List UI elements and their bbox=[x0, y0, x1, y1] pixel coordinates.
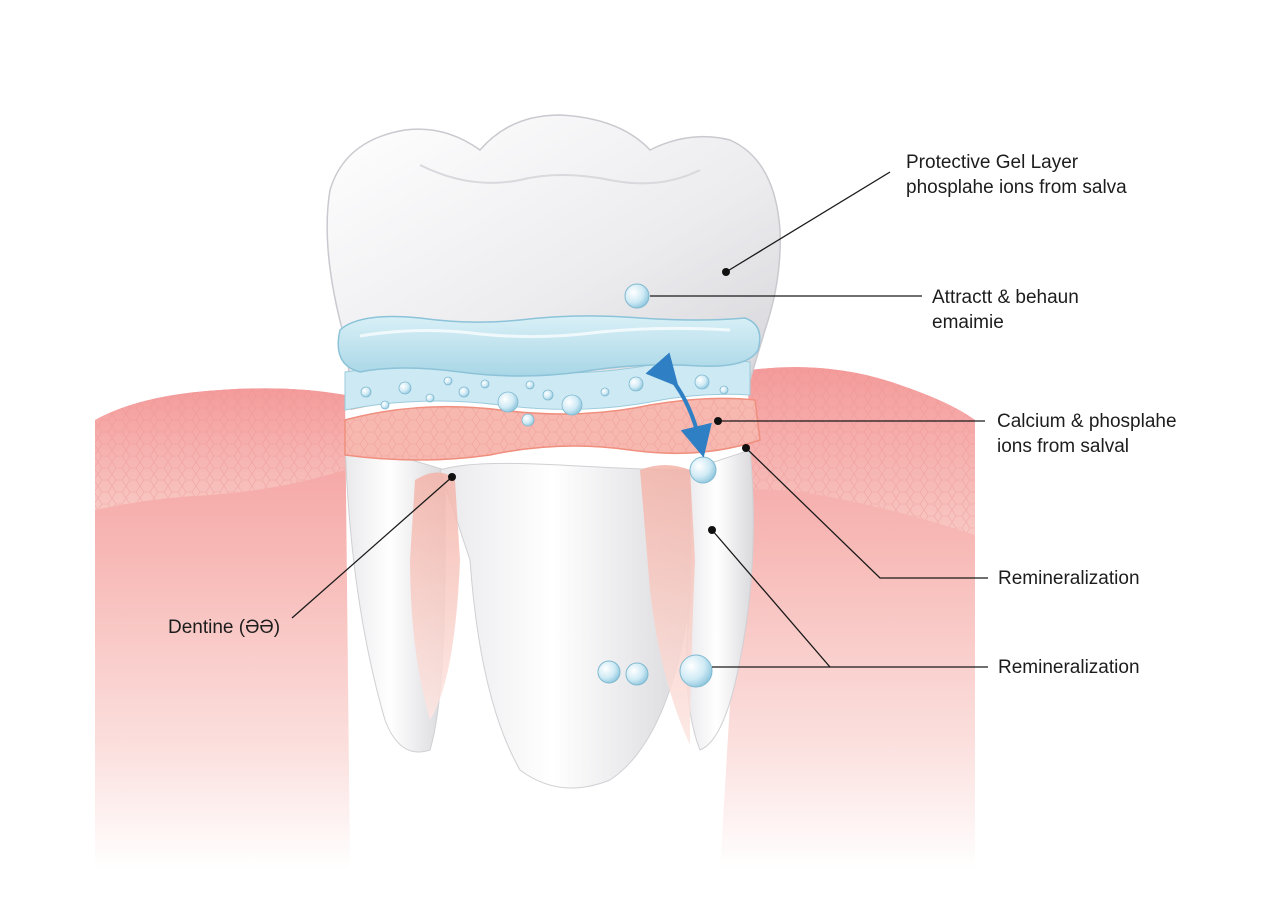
label-line: Calcium & phosplahe bbox=[997, 411, 1177, 432]
ion-bubble-icon bbox=[360, 283, 729, 688]
label-calcium-phosphate: Calcium & phosplahe ions from salval bbox=[997, 409, 1177, 459]
label-remineralization-2: Remineralization bbox=[998, 657, 1140, 678]
label-remineralization-1: Remineralization bbox=[998, 568, 1140, 589]
tooth-crown bbox=[326, 114, 781, 381]
double-arrow-icon bbox=[645, 352, 712, 458]
label-attract: Attractt & behaun emaimie bbox=[932, 285, 1079, 335]
tooth-roots bbox=[344, 439, 754, 789]
label-line: ions from salval bbox=[997, 436, 1129, 457]
leader-dots bbox=[448, 268, 750, 534]
label-line: phosplahe ions from salva bbox=[906, 177, 1127, 198]
label-line: Attractt & behaun bbox=[932, 287, 1079, 308]
label-dentine: Dentine (ƏƏ) bbox=[168, 617, 281, 638]
pulp-canal-left bbox=[410, 472, 460, 720]
leader-lines bbox=[291, 171, 988, 668]
gum-tissue bbox=[95, 367, 975, 870]
label-line: emaimie bbox=[932, 312, 1004, 333]
label-protective-gel-layer: Protective Gel Layer phosplahe ions from… bbox=[906, 150, 1127, 200]
label-line: Protective Gel Layer bbox=[906, 152, 1079, 173]
